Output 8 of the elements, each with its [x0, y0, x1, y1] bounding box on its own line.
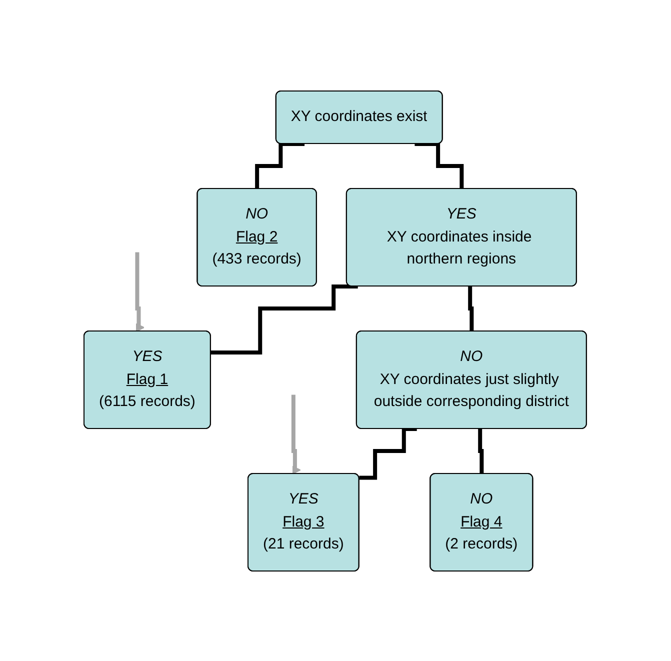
connector — [468, 284, 474, 333]
connector — [359, 426, 418, 480]
arrow — [292, 392, 302, 474]
connector — [255, 142, 305, 190]
arrow — [136, 250, 145, 332]
connector — [414, 142, 464, 190]
connector — [211, 284, 358, 354]
connector — [478, 426, 484, 476]
